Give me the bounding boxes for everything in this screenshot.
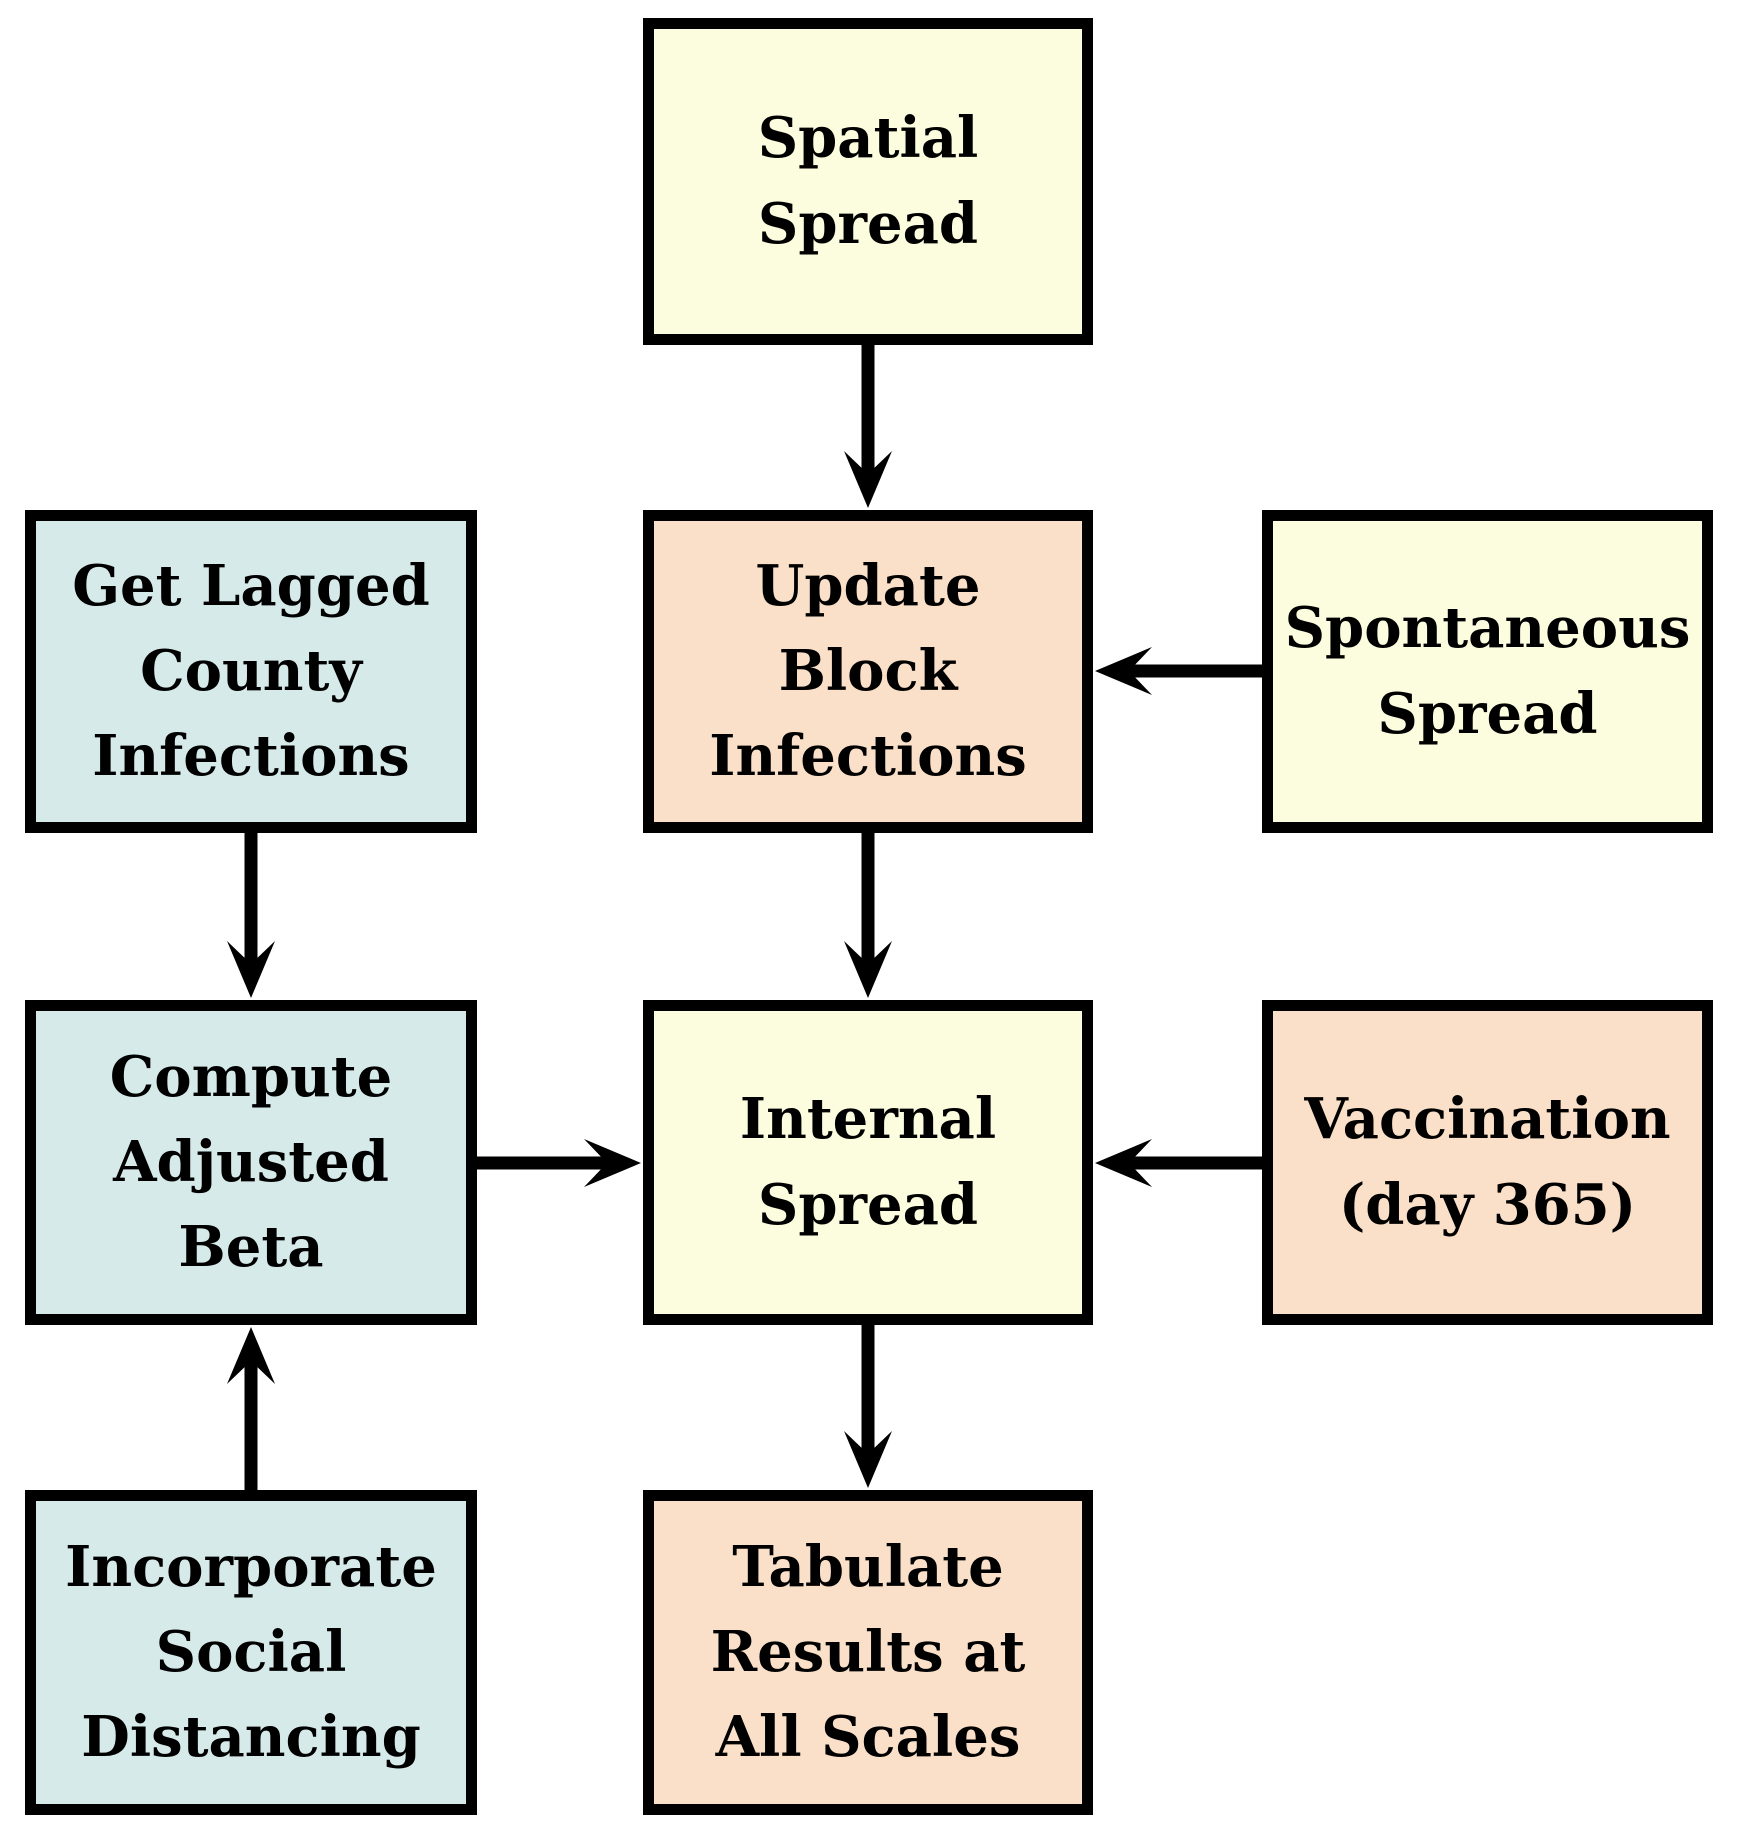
arrow-spontaneous-to-update-block: [1095, 647, 1265, 695]
arrow-internal-to-tabulate: [844, 1322, 892, 1488]
box-spatial-spread-label: Spatial Spread: [757, 105, 979, 257]
arrow-social-distancing-to-compute-beta: [227, 1327, 275, 1493]
box-spatial-spread: Spatial Spread: [643, 18, 1093, 345]
box-update-block-infections-label: Update Block Infections: [709, 552, 1027, 790]
box-tabulate-results-all-scales: Tabulate Results at All Scales: [643, 1490, 1093, 1815]
box-vaccination-day-365: Vaccination (day 365): [1262, 1000, 1713, 1325]
arrow-get-lagged-to-compute-beta: [227, 830, 275, 998]
box-compute-adjusted-beta: Compute Adjusted Beta: [25, 1000, 477, 1325]
box-get-lagged-county-infections: Get Lagged County Infections: [25, 510, 477, 833]
box-get-lagged-county-infections-label: Get Lagged County Infections: [72, 552, 430, 790]
box-update-block-infections: Update Block Infections: [643, 510, 1093, 833]
arrow-update-block-to-internal: [844, 830, 892, 998]
box-spontaneous-spread: Spontaneous Spread: [1262, 510, 1713, 833]
box-tabulate-results-all-scales-label: Tabulate Results at All Scales: [710, 1533, 1026, 1771]
arrow-compute-beta-to-internal: [474, 1139, 641, 1187]
box-spontaneous-spread-label: Spontaneous Spread: [1284, 595, 1691, 747]
arrow-spatial-to-update-block: [844, 340, 892, 508]
box-vaccination-day-365-label: Vaccination (day 365): [1304, 1086, 1671, 1238]
box-incorporate-social-distancing-label: Incorporate Social Distancing: [65, 1533, 437, 1771]
box-internal-spread-label: Internal Spread: [739, 1086, 997, 1238]
box-incorporate-social-distancing: Incorporate Social Distancing: [25, 1490, 477, 1815]
arrow-vaccination-to-internal: [1095, 1139, 1265, 1187]
box-compute-adjusted-beta-label: Compute Adjusted Beta: [109, 1043, 393, 1281]
box-internal-spread: Internal Spread: [643, 1000, 1093, 1325]
